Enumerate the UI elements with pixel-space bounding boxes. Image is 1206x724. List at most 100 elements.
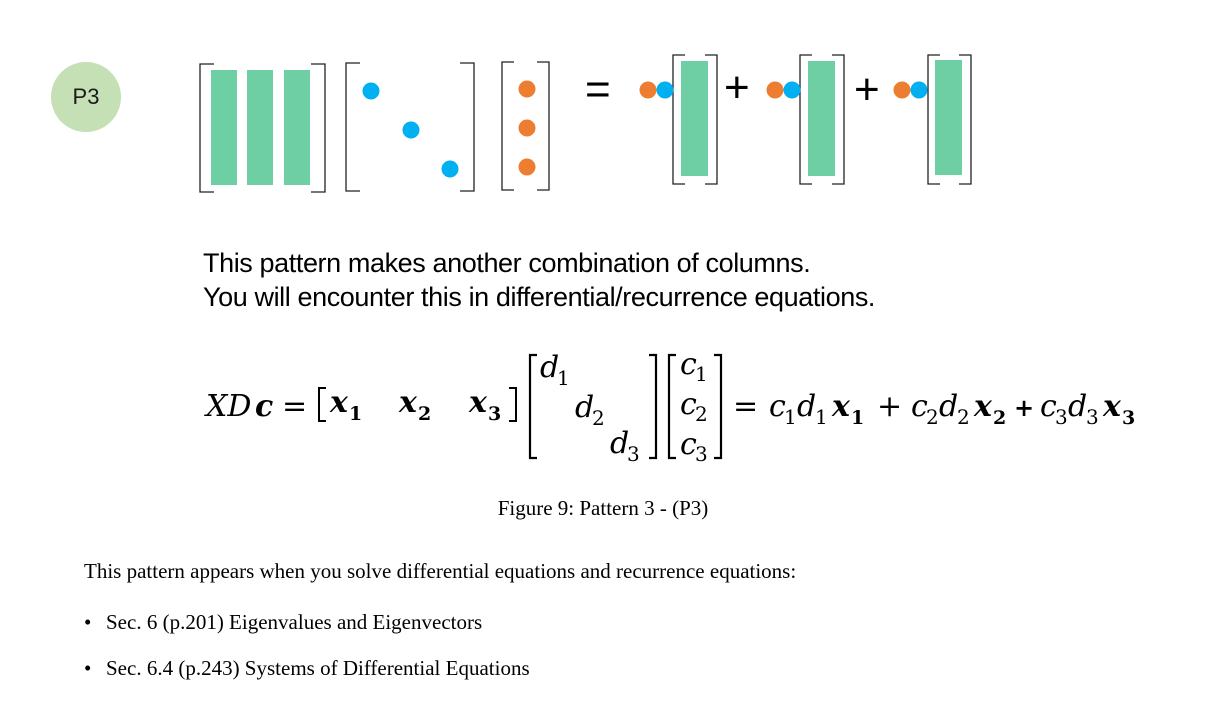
eq-term1-c: c (769, 389, 786, 424)
eq-x1-sub: 1 (349, 403, 362, 425)
eq-d3: d (610, 426, 629, 461)
figure-caption: Figure 9: Pattern 3 - (P3) (497, 496, 709, 520)
result-column-2 (808, 61, 835, 176)
eq-term2-c: c (911, 389, 928, 424)
badge-label: P3 (72, 84, 100, 109)
term1-blue-dot (656, 81, 674, 99)
eq-plus-1: + (877, 389, 902, 424)
eq-c-left-bracket (667, 353, 676, 460)
eq-term1-x: x (831, 389, 851, 424)
eq-d2: d (575, 390, 594, 425)
pattern-equation: XD c = x 1 x 2 x 3 d 1 d 2 d 3 c 1 c 2 c… (204, 347, 1135, 466)
eq-d-left-bracket (528, 353, 537, 460)
eq-term3-c: c (1040, 389, 1057, 424)
eq-term2-d: d (939, 389, 958, 424)
eq-x2-sub: 2 (418, 403, 431, 425)
col2-right-bracket (832, 54, 845, 185)
eq-lhs-c: c (255, 389, 273, 424)
bullet-marker: • (84, 656, 92, 680)
description-line-2: You will encounter this in differential/… (203, 282, 876, 312)
d-dot-1 (362, 82, 380, 100)
pattern-diagram: = + + (199, 54, 972, 193)
eq-term3-d: d (1068, 389, 1087, 424)
c-dot-3 (518, 158, 536, 176)
eq-term3-x: x (1102, 389, 1122, 424)
result-column-1 (681, 61, 708, 176)
body-paragraph: This pattern appears when you solve diff… (84, 559, 797, 583)
col3-right-bracket (959, 54, 972, 185)
eq-term2-c-sub: 2 (926, 405, 939, 429)
list-item: • Sec. 6 (p.201) Eigenvalues and Eigenvec… (84, 610, 530, 656)
list-item: • Sec. 6.4 (p.243) Systems of Differentia… (84, 656, 530, 702)
eq-x3: x (468, 385, 488, 420)
diagram-plus-1: + (724, 63, 750, 112)
c-vector-right-bracket (537, 61, 550, 191)
eq-term1-x-sub: 1 (851, 407, 864, 429)
eq-term1-d-sub: 1 (815, 405, 828, 429)
eq-term2-d-sub: 2 (957, 405, 970, 429)
d-diagonal-dots (362, 82, 459, 178)
c-dot-2 (518, 119, 536, 137)
col3-left-bracket (927, 54, 940, 185)
d-dot-3 (441, 160, 459, 178)
eq-d1-sub: 1 (557, 366, 570, 390)
eq-c2-sub: 2 (695, 402, 708, 426)
term3-blue-dot (910, 81, 928, 99)
eq-c3: c (680, 427, 697, 462)
eq-d2-sub: 2 (592, 406, 605, 430)
eq-x1: x (329, 385, 349, 420)
eq-plus-2: + (1014, 393, 1034, 422)
diagram-equals-sign: = (585, 65, 611, 114)
c-dot-1 (518, 80, 536, 98)
eq-c-right-bracket (714, 353, 723, 460)
eq-x2: x (398, 385, 418, 420)
eq-c1: c (680, 347, 697, 382)
eq-term3-c-sub: 3 (1055, 405, 1068, 429)
eq-x-right-bracket (509, 387, 517, 422)
x-column-1 (211, 70, 237, 185)
eq-term2-x-sub: 2 (993, 407, 1006, 429)
d-matrix-right-bracket (460, 62, 475, 192)
eq-equals-1: = (282, 389, 307, 424)
bullet-marker: • (84, 610, 92, 634)
eq-d-right-bracket (649, 353, 658, 460)
col1-right-bracket (705, 54, 718, 185)
result-column-3 (935, 60, 962, 175)
term2-orange-dot (766, 81, 784, 99)
eq-term2-x: x (973, 389, 993, 424)
list-item-text: Sec. 6 (p.201) Eigenvalues and Eigenvect… (106, 610, 483, 634)
x-matrix-right-bracket (311, 63, 326, 193)
pattern-description: This pattern makes another combination o… (203, 246, 875, 314)
d-dot-2 (402, 121, 420, 139)
eq-x3-sub: 3 (488, 403, 501, 425)
eq-term1-d: d (797, 389, 816, 424)
d-matrix-left-bracket (345, 62, 360, 192)
x-column-2 (247, 70, 273, 185)
eq-d3-sub: 3 (627, 442, 640, 466)
col2-left-bracket (799, 54, 812, 185)
eq-lhs-xd: XD (204, 389, 251, 424)
eq-term3-d-sub: 3 (1086, 405, 1099, 429)
pattern-badge: P3 (51, 62, 121, 132)
c-vector-dots (518, 80, 536, 176)
x-matrix-left-bracket (199, 63, 214, 193)
eq-c3-sub: 3 (695, 442, 708, 466)
term1-orange-dot (639, 81, 657, 99)
eq-c2: c (680, 387, 697, 422)
eq-d1: d (540, 350, 559, 385)
x-column-3 (284, 70, 310, 185)
x-matrix-columns (211, 70, 310, 185)
eq-equals-2: = (733, 389, 758, 424)
eq-term3-x-sub: 3 (1122, 407, 1135, 429)
eq-c1-sub: 1 (695, 362, 708, 386)
term3-orange-dot (893, 81, 911, 99)
description-line-1: This pattern makes another combination o… (203, 248, 811, 278)
diagram-plus-2: + (854, 65, 880, 114)
reference-list: • Sec. 6 (p.201) Eigenvalues and Eigenvec… (84, 610, 530, 702)
term2-blue-dot (783, 81, 801, 99)
list-item-text: Sec. 6.4 (p.243) Systems of Differential… (106, 656, 530, 680)
col1-left-bracket (672, 54, 685, 185)
c-vector-left-bracket (501, 61, 514, 191)
eq-term1-c-sub: 1 (784, 405, 797, 429)
eq-x-left-bracket (318, 387, 326, 422)
